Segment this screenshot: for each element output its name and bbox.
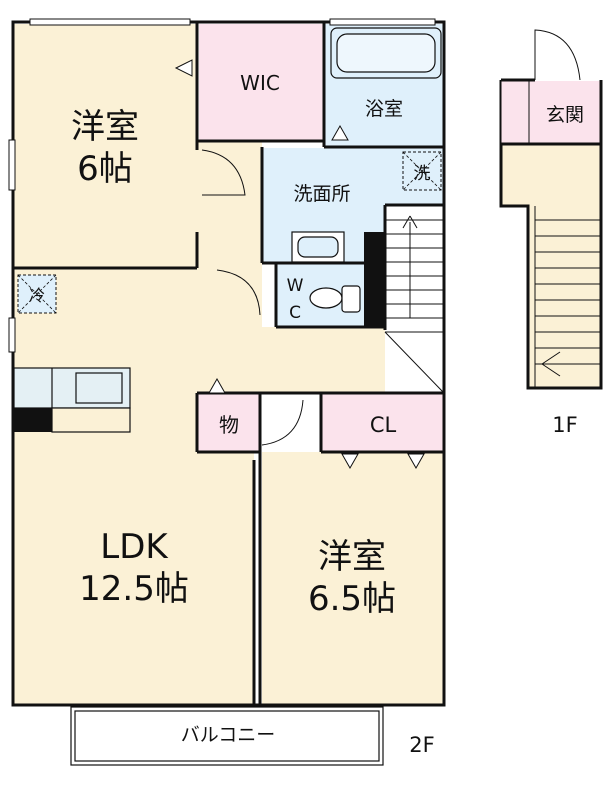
entrance-door (534, 29, 581, 81)
bathtub (330, 27, 442, 79)
western-room-1-area (14, 24, 198, 268)
first-floor-walls (499, 78, 603, 390)
storage-label: 物 (219, 413, 239, 437)
closet-label: CL (370, 413, 397, 437)
entrance-label: 玄関 (546, 104, 584, 126)
storage-area (198, 393, 260, 452)
toilet-label-w: W (287, 276, 304, 296)
western-room-1-name: 洋室 (71, 107, 139, 147)
first-floor (499, 29, 603, 390)
wic-area (199, 24, 323, 141)
washer-label: 洗 (414, 164, 431, 184)
outer-wall (11, 20, 446, 707)
balcony-label: バルコニー (181, 724, 276, 746)
entrance-inner (500, 80, 530, 144)
bathroom-label: 浴室 (365, 98, 403, 120)
second-floor (8, 18, 446, 766)
toilet-label-c: C (289, 303, 301, 323)
interior-walls (14, 22, 443, 705)
balcony (70, 706, 384, 766)
wic-label: WIC (240, 71, 280, 95)
fridge-box (17, 274, 57, 314)
wall-block-room1 (192, 150, 202, 230)
washer-box (402, 151, 442, 191)
first-floor-hall (501, 144, 601, 206)
toilet-fixture (309, 285, 361, 313)
stairs-2f (384, 215, 444, 393)
western-room-2-area (262, 452, 443, 704)
ldk-size: 12.5帖 (79, 569, 189, 609)
first-floor-stairs-area (528, 206, 601, 388)
stairs-area (385, 206, 443, 392)
ldk-name: LDK (100, 527, 169, 567)
floor-label-2f: 2F (409, 733, 434, 757)
kitchen-counter (13, 367, 131, 433)
closet-area (321, 393, 443, 452)
wall-block-toilet (364, 232, 386, 327)
doors (174, 59, 425, 470)
western-room-2-size: 6.5帖 (308, 579, 396, 619)
washroom-label: 洗面所 (293, 183, 350, 205)
ldk-area (14, 268, 254, 704)
fridge-label: 冷 (29, 286, 45, 305)
window-top (29, 18, 436, 26)
window-left (8, 139, 16, 353)
wash-basin (291, 231, 345, 263)
western-room-2-name: 洋室 (318, 537, 386, 577)
floor-label-1f: 1F (552, 413, 577, 437)
stairs-1f (534, 206, 601, 388)
western-room-1-size: 6帖 (77, 149, 133, 189)
wall-block-kitchen (14, 408, 52, 432)
